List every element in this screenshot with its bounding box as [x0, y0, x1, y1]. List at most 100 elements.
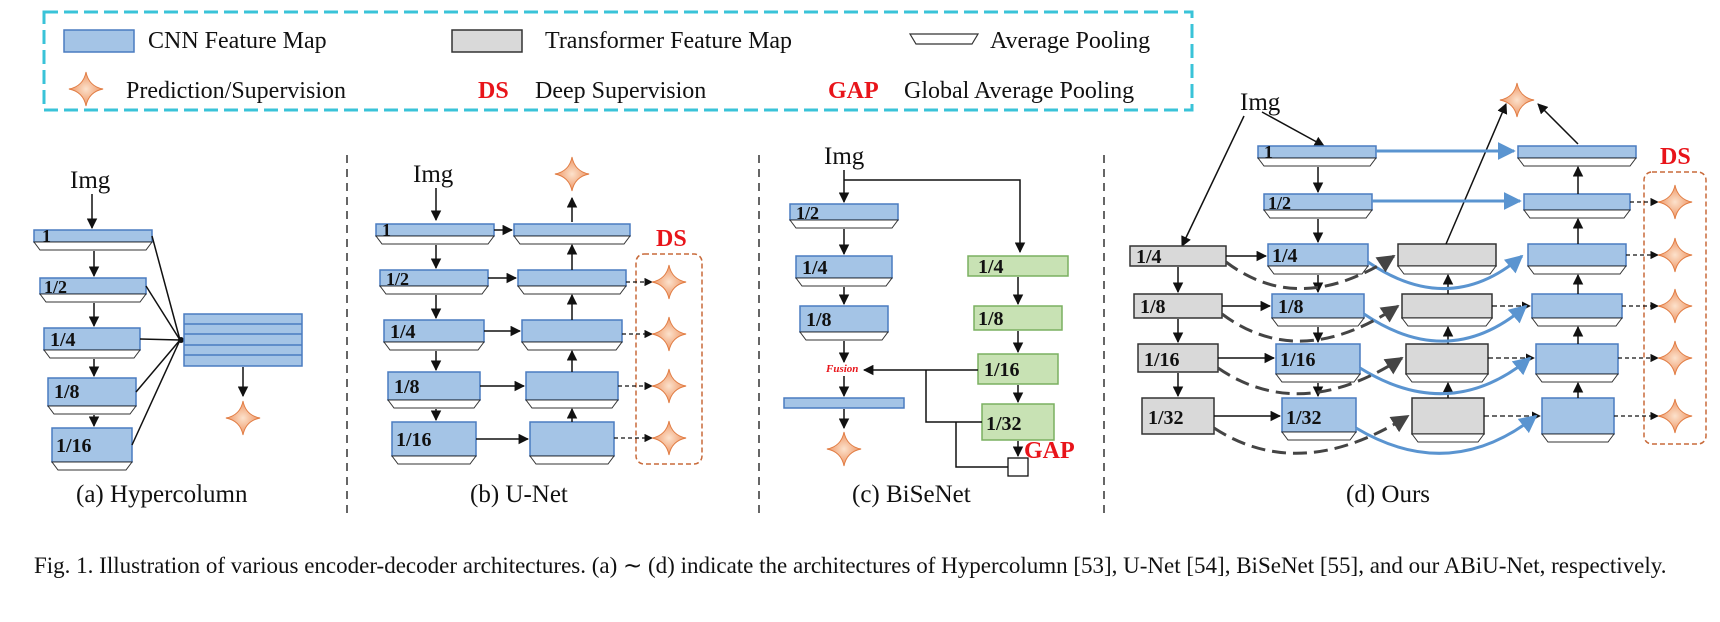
a-prediction-star-icon: [225, 400, 261, 436]
d-ds-label: DS: [1660, 144, 1691, 170]
c-fusion-map: [783, 397, 905, 409]
d-caption: (d) Ours: [1346, 481, 1430, 508]
b-ds-star-icon: [651, 368, 687, 404]
d-cnn-5: [1275, 343, 1361, 375]
b-ds-star-icon: [651, 316, 687, 352]
legend-gap-abbr: GAP: [828, 78, 879, 104]
d-cnn-scale-3: 1/4: [1272, 245, 1298, 267]
d-ds-star-icon: [1657, 184, 1693, 220]
c-left-scale-1: 1/2: [796, 203, 819, 223]
b-scale-1: 1: [382, 220, 391, 240]
d-trans-3: [1137, 343, 1219, 373]
d-ds-star-icon: [1657, 340, 1693, 376]
b-dec-1: [513, 223, 631, 237]
b-scale-4: 1/8: [394, 376, 420, 398]
d-cdec-6: [1541, 397, 1615, 435]
b-scale-2: 1/2: [386, 269, 409, 289]
d-cnn-scale-6: 1/32: [1286, 407, 1322, 429]
a-scale-5: 1/16: [56, 435, 92, 457]
b-prediction-star-icon: [554, 156, 590, 192]
b-enc-5: [391, 421, 477, 457]
c-context-2: [973, 305, 1063, 331]
d-trans-2: [1133, 293, 1223, 319]
b-dec-3: [521, 319, 623, 343]
transformer-swatch: [451, 29, 523, 53]
legend-avgpool-label: Average Pooling: [990, 28, 1150, 54]
a-scale-3: 1/4: [50, 329, 76, 351]
cnn-swatch: [63, 29, 135, 53]
a-scale-2: 1/2: [44, 277, 67, 297]
d-cdec-3: [1527, 243, 1627, 267]
c-left-scale-3: 1/8: [806, 309, 832, 331]
c-gap-label: GAP: [1024, 438, 1075, 464]
c-right-scale-3: 1/16: [984, 359, 1020, 381]
legend-prediction-label: Prediction/Supervision: [126, 78, 346, 104]
legend-ds-abbr: DS: [478, 78, 509, 104]
d-tdec-2: [1401, 293, 1493, 319]
b-ds-star-icon: [651, 420, 687, 456]
b-dec-4: [525, 371, 619, 401]
c-right-scale-4: 1/32: [986, 413, 1022, 435]
c-left-scale-2: 1/4: [802, 257, 828, 279]
d-cdec-4: [1531, 293, 1623, 319]
b-dec-2: [517, 269, 627, 287]
b-ds-label: DS: [656, 226, 687, 252]
c-spatial-3: [799, 305, 889, 333]
panel-bisenet: Img 1/2 1/4 1/8 Fusion 1/4 1/8 1/16 1/32: [783, 143, 1075, 508]
c-caption: (c) BiSeNet: [852, 481, 971, 508]
d-cnn-scale-2: 1/2: [1268, 193, 1291, 213]
d-cnn-scale-5: 1/16: [1280, 349, 1316, 371]
a-scale-1: 1: [42, 226, 51, 246]
a-map-1: [33, 229, 153, 243]
c-prediction-star-icon: [826, 431, 862, 467]
d-ds-star-icon: [1657, 237, 1693, 273]
d-tdec-3: [1405, 343, 1489, 375]
figure-caption: Fig. 1. Illustration of various encoder-…: [34, 553, 1667, 578]
d-img-label: Img: [1240, 89, 1281, 116]
c-context-4: [981, 403, 1055, 441]
b-caption: (b) U-Net: [470, 481, 568, 508]
d-ds-star-icon: [1657, 398, 1693, 434]
b-scale-5: 1/16: [396, 429, 432, 451]
panel-ours: Img 1 1/2 1/4 1/8 1/16 1/32 1/4 1/8: [1129, 82, 1707, 508]
d-trans-scale-3: 1/16: [1144, 349, 1180, 371]
a-img-label: Img: [70, 167, 111, 194]
c-right-scale-2: 1/8: [978, 308, 1004, 330]
legend: CNN Feature Map Transformer Feature Map …: [42, 10, 1194, 112]
c-context-1: [967, 255, 1069, 277]
legend-transformer-label: Transformer Feature Map: [545, 28, 792, 54]
avg-pool-swatch: [908, 33, 980, 45]
legend-gap-label: Global Average Pooling: [904, 78, 1134, 104]
d-cnn-4: [1271, 293, 1365, 319]
a-concat-map: [183, 313, 303, 367]
c-fusion-label: Fusion: [825, 363, 858, 375]
d-prediction-star-icon: [1499, 82, 1535, 118]
d-cdec-5: [1535, 343, 1619, 375]
d-trans-scale-4: 1/32: [1148, 407, 1184, 429]
a-caption: (a) Hypercolumn: [76, 481, 248, 508]
d-cdec-1: [1517, 145, 1637, 159]
legend-border: [42, 10, 1194, 112]
d-cnn-1: [1257, 145, 1377, 159]
figure-canvas: CNN Feature Map Transformer Feature Map …: [33, 10, 1707, 515]
d-cnn-scale-1: 1: [1264, 142, 1273, 162]
panel-hypercolumn: Img 1 1/2 1/4 1/8 1/16: [33, 167, 303, 508]
d-ds-box: [1643, 171, 1707, 445]
c-img-label: Img: [824, 143, 865, 170]
d-cdec-2: [1523, 193, 1631, 211]
a-scale-4: 1/8: [54, 381, 80, 403]
panel-unet: Img 1 1/2 1/4 1/8 1/16: [375, 156, 703, 508]
d-cnn-6: [1281, 397, 1357, 433]
d-trans-scale-1: 1/4: [1136, 246, 1162, 268]
d-cnn-scale-4: 1/8: [1278, 296, 1304, 318]
b-scale-3: 1/4: [390, 321, 416, 343]
d-trans-scale-2: 1/8: [1140, 296, 1166, 318]
d-ds-star-icon: [1657, 288, 1693, 324]
b-enc-1: [375, 223, 495, 237]
legend-ds-label: Deep Supervision: [535, 78, 706, 104]
b-img-label: Img: [413, 161, 454, 188]
d-tdec-1: [1397, 243, 1497, 267]
b-ds-box: [635, 253, 703, 465]
b-dec-5: [529, 421, 615, 457]
d-tdec-4: [1411, 397, 1485, 435]
